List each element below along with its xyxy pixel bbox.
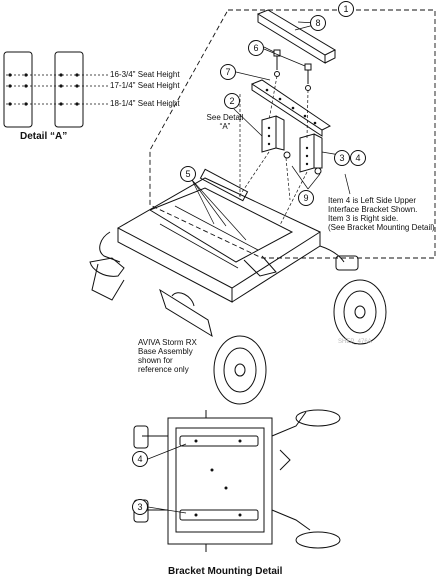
alignment-lines	[237, 75, 309, 226]
callout-9: 9	[298, 190, 314, 206]
base-assembly-note: AVIVA Storm RX Base Assembly shown for r…	[138, 338, 197, 374]
bracket-mounting-drawing	[133, 409, 341, 552]
callout-1: 1	[338, 1, 354, 17]
bracket-mounting-detail-title: Bracket Mounting Detail	[168, 566, 283, 577]
base-note-line-2: Base Assembly	[138, 347, 193, 356]
side-brackets-item-2	[261, 115, 323, 175]
seat-height-label-2: 17-1/4" Seat Height	[110, 81, 180, 90]
callout-4: 4	[350, 150, 366, 166]
bracket-note: Item 4 is Left Side Upper Interface Brac…	[328, 196, 435, 232]
power-base-assembly	[89, 168, 359, 338]
callout-7: 7	[220, 64, 236, 80]
top-bracket-item-8	[256, 9, 337, 64]
see-detail-note: See Detail “A”	[206, 113, 244, 131]
bracket-note-line-3: Item 3 is Right side.	[328, 214, 399, 223]
callout-8: 8	[310, 15, 326, 31]
detail-a-plates	[3, 51, 108, 128]
base-note-line-4: reference only	[138, 365, 189, 374]
bracket-note-line-1: Item 4 is Left Side Upper	[328, 196, 417, 205]
see-detail-line-2: “A”	[219, 122, 231, 131]
seat-height-label-1: 16-3/4" Seat Height	[110, 70, 180, 79]
base-note-line-1: AVIVA Storm RX	[138, 338, 197, 347]
interface-bar-item-7	[250, 79, 331, 137]
callout-5: 5	[180, 166, 196, 182]
callout-3: 3	[334, 150, 350, 166]
bracket-detail-callout-3: 3	[132, 499, 148, 515]
see-detail-line-1: See Detail	[206, 113, 244, 122]
assembly-dashed-frame	[149, 9, 436, 259]
drawing-id-watermark: SHEP_476A	[338, 339, 372, 345]
callout-2: 2	[224, 93, 240, 109]
bracket-detail-callout-4: 4	[132, 451, 148, 467]
screws-item-6	[273, 49, 312, 91]
bracket-note-line-4: (See Bracket Mounting Detail)	[328, 223, 435, 232]
detail-a-title: Detail “A”	[20, 131, 68, 142]
seat-height-label-3: 18-1/4" Seat Height	[110, 99, 180, 108]
base-note-line-3: shown for	[138, 356, 173, 365]
bracket-note-line-2: Interface Bracket Shown.	[328, 205, 418, 214]
leader-lines	[191, 21, 351, 241]
callout-6: 6	[248, 40, 264, 56]
front-caster-wheel	[333, 279, 387, 345]
rear-drive-wheel	[213, 335, 267, 405]
